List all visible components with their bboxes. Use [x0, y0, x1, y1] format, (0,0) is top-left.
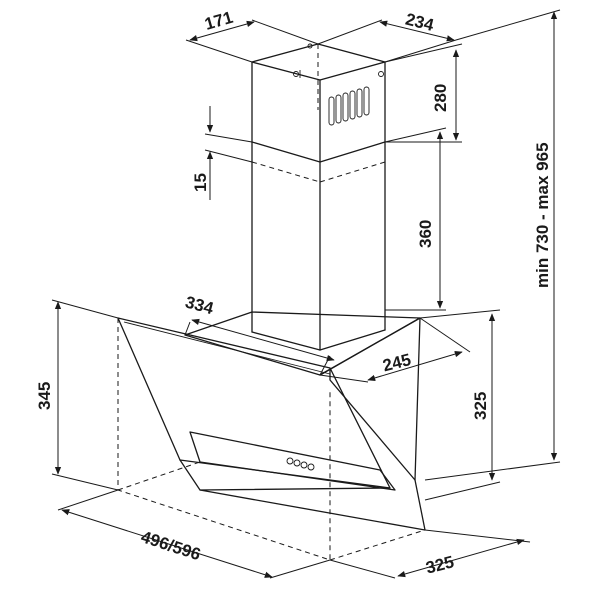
- label-lower-chimney-height: 360: [416, 220, 435, 248]
- dim-chimney-depth: 171: [185, 8, 319, 63]
- label-hood-depth: 325: [424, 552, 456, 577]
- label-chimney-depth: 171: [203, 8, 236, 34]
- label-canopy-back-height: 325: [471, 392, 490, 420]
- label-hood-width: 496/596: [139, 527, 203, 564]
- dim-lower-chimney-height: 360: [384, 127, 447, 311]
- label-chimney-width: 234: [404, 10, 437, 35]
- label-overlap: 15: [191, 173, 210, 192]
- dim-canopy-front-height: 345: [35, 299, 119, 491]
- label-total-height: min 730 - max 965: [533, 142, 552, 288]
- lower-chimney: [251, 141, 386, 351]
- dim-total-height: min 730 - max 965: [424, 9, 561, 481]
- vent-slots: [328, 86, 370, 126]
- control-buttons: [286, 457, 315, 471]
- label-canopy-depth-top: 334: [183, 292, 216, 318]
- label-canopy-inner-width: 245: [381, 350, 413, 375]
- label-canopy-front-height: 345: [35, 382, 54, 410]
- dim-hood-width: 496/596: [57, 489, 331, 579]
- dim-chimney-width: 234: [317, 10, 457, 63]
- upper-chimney: [251, 43, 386, 163]
- dim-upper-chimney-height: 280: [384, 43, 463, 143]
- dim-canopy-back-height: 325: [419, 309, 501, 501]
- hood-canopy: [117, 311, 426, 561]
- dim-overlap: 15: [191, 106, 253, 200]
- dim-hood-depth: 325: [329, 529, 531, 579]
- dim-canopy-inner-width: 245: [319, 317, 471, 383]
- label-upper-chimney-height: 280: [431, 84, 450, 112]
